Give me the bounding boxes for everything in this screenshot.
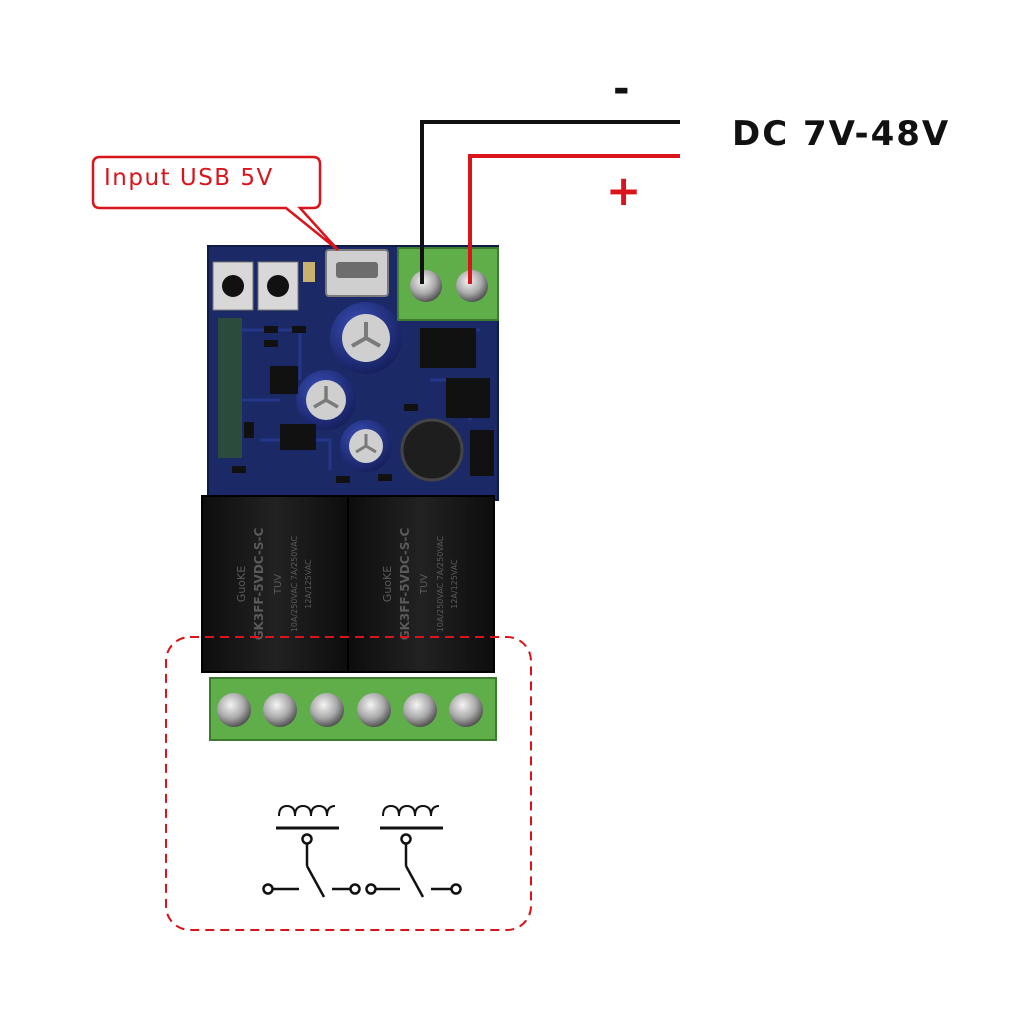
relay-2-model: GK3FF-5VDC-S-C <box>398 528 412 641</box>
capacitor-medium <box>296 370 356 430</box>
transistor <box>270 366 298 394</box>
relay-symbol-2 <box>365 804 462 898</box>
positive-wire <box>468 154 680 284</box>
negative-label: - <box>613 66 630 112</box>
smd-components <box>232 326 418 483</box>
relay-1-cert: TUV <box>273 574 284 595</box>
output-screw-5 <box>403 693 437 727</box>
positive-screw <box>456 270 488 302</box>
inductor <box>400 418 464 482</box>
output-screw-4 <box>357 693 391 727</box>
relay-1-rating-2: 12A/125VAC <box>304 559 313 609</box>
input-usb-label: Input USB 5V <box>104 165 274 191</box>
power-terminal-block <box>397 247 499 321</box>
relay-output-highlight <box>165 636 532 931</box>
relay-1-rating-1: 10A/250VAC 7A/250VAC <box>290 535 299 632</box>
relay-2-cert: TUV <box>419 574 430 595</box>
push-button-2 <box>257 261 299 311</box>
relay-1: GuoKE GK3FF-5VDC-S-C TUV 10A/250VAC 7A/2… <box>201 495 349 673</box>
relay-symbol-1 <box>262 804 361 898</box>
negative-screw <box>410 270 442 302</box>
capacitor-small <box>340 420 392 472</box>
relay-2-rating-2: 12A/125VAC <box>450 559 459 609</box>
driver-ic <box>280 424 316 450</box>
relay-2-rating-1: 10A/250VAC 7A/250VAC <box>436 535 445 632</box>
output-screw-6 <box>449 693 483 727</box>
micro-usb-port <box>325 249 389 297</box>
status-led <box>303 262 315 282</box>
power-range-label: DC 7V-48V <box>732 114 951 154</box>
positive-label: + <box>606 166 642 215</box>
relay-1-model: GK3FF-5VDC-S-C <box>252 528 266 641</box>
push-button-1 <box>212 261 254 311</box>
antenna-module <box>218 318 242 458</box>
output-terminal-block <box>209 677 497 741</box>
regulator-ic <box>420 328 476 368</box>
output-screw-2 <box>263 693 297 727</box>
usb-callout <box>91 155 339 251</box>
negative-wire <box>420 120 680 284</box>
relay-1-brand: GuoKE <box>235 566 248 602</box>
relay-2-brand: GuoKE <box>381 566 394 602</box>
output-screw-1 <box>217 693 251 727</box>
relay-2: GuoKE GK3FF-5VDC-S-C TUV 10A/250VAC 7A/2… <box>347 495 495 673</box>
capacitor-large <box>330 302 402 374</box>
mosfet-ic <box>446 378 490 418</box>
diode <box>470 430 494 476</box>
output-screw-3 <box>310 693 344 727</box>
